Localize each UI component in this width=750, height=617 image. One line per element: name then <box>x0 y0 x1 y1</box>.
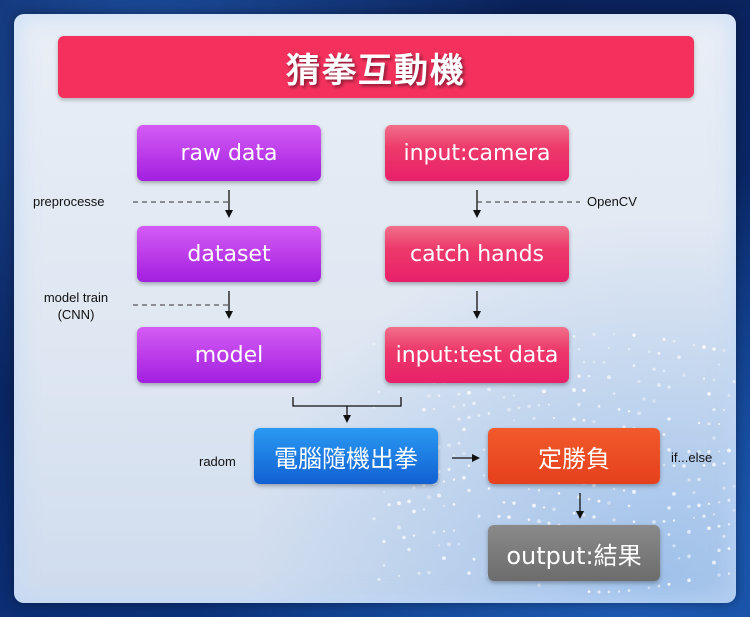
node-label: input:camera <box>403 140 551 166</box>
label-preprocesse: preprocesse <box>33 194 105 209</box>
node-label: input:test data <box>395 342 559 368</box>
label-opencv: OpenCV <box>587 194 637 209</box>
label-model-train: model train (CNN) <box>43 290 109 322</box>
node-catch-hands: catch hands <box>385 226 569 282</box>
node-label: catch hands <box>409 241 545 267</box>
merge-bracket <box>292 397 402 407</box>
node-decide-winner: 定勝負 <box>488 428 660 484</box>
page-title: 猜拳互動機 <box>286 50 466 91</box>
label-radom: radom <box>199 454 236 469</box>
node-label: dataset <box>187 241 271 267</box>
slide-panel <box>14 14 736 603</box>
node-output-result: output:結果 <box>488 525 660 581</box>
node-label: output:結果 <box>506 541 642 570</box>
label-if-else: if...else <box>671 450 713 465</box>
node-label: 定勝負 <box>538 444 610 473</box>
node-input-test-data: input:test data <box>385 327 569 383</box>
node-label: raw data <box>180 140 278 166</box>
node-input-camera: input:camera <box>385 125 569 181</box>
node-label: 電腦隨機出拳 <box>274 444 418 473</box>
title-banner: 猜拳互動機 <box>58 36 694 98</box>
node-raw-data: raw data <box>137 125 321 181</box>
node-computer-random: 電腦隨機出拳 <box>254 428 438 484</box>
node-model: model <box>137 327 321 383</box>
node-label: model <box>194 342 264 368</box>
node-dataset: dataset <box>137 226 321 282</box>
